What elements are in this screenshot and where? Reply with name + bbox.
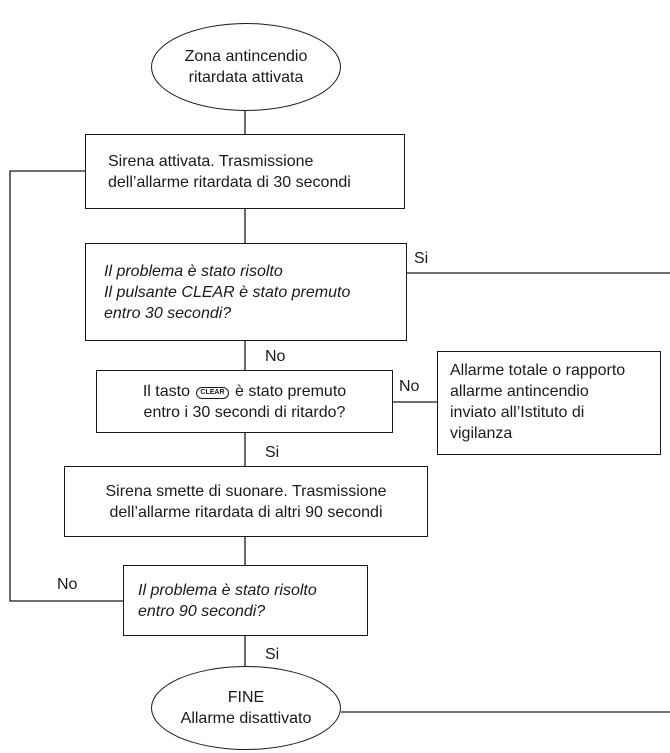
alarm-sent-line3: inviato all’Istituto di <box>450 404 585 421</box>
end-node: FINE Allarme disattivato <box>151 666 341 750</box>
question3-line2: entro 90 secondi? <box>138 602 266 620</box>
question1-line3: entro 30 secondi? <box>104 304 232 322</box>
question2-post: è stato premuto <box>235 382 347 400</box>
alarm-sent-line2: allarme antincendio <box>450 383 589 400</box>
start-node: Zona antincendio ritardata attivata <box>151 23 341 111</box>
siren-activated-box: Sirena attivata. Trasmissione dell’allar… <box>85 134 405 209</box>
question1-line2: Il pulsante CLEAR è stato premuto <box>104 283 351 301</box>
question1-line1: Il problema è stato risolto <box>104 262 283 280</box>
alarm-sent-box: Allarme totale o rapporto allarme antinc… <box>437 351 661 455</box>
question2-line1: Il tasto CLEAR è stato premuto <box>97 381 392 402</box>
end-line1: FINE <box>227 689 265 706</box>
label-q1-no: No <box>265 348 286 365</box>
start-line2: ritardata attivata <box>188 69 304 86</box>
end-line2: Allarme disattivato <box>180 710 312 727</box>
siren-stop-line2: dell’allarme ritardata di altri 90 secon… <box>109 503 383 521</box>
question3-line1: Il problema è stato risolto <box>138 581 317 599</box>
edge-q3-no-loop <box>9 170 123 602</box>
siren-line2: dell’allarme ritardata di 30 secondi <box>108 173 351 191</box>
alarm-sent-line4: vigilanza <box>450 425 513 442</box>
siren-line1: Sirena attivata. Trasmissione <box>108 152 314 170</box>
question2-line2: entro i 30 secondi di ritardo? <box>143 403 346 421</box>
siren-stop-line1: Sirena smette di suonare. Trasmissione <box>105 482 387 500</box>
question1-box: Il problema è stato risolto Il pulsante … <box>85 243 407 341</box>
label-q3-yes: Si <box>265 646 280 663</box>
label-q2-no: No <box>399 378 420 395</box>
question3-box: Il problema è stato risolto entro 90 sec… <box>123 565 368 636</box>
siren-stop-box: Sirena smette di suonare. Trasmissione d… <box>64 466 428 537</box>
question2-pre: Il tasto <box>142 382 190 400</box>
label-q3-no: No <box>57 576 78 593</box>
label-q2-yes: Si <box>265 444 280 461</box>
alarm-sent-line1: Allarme totale o rapporto <box>450 362 626 379</box>
start-line1: Zona antincendio <box>184 48 308 65</box>
clear-key-icon: CLEAR <box>196 386 229 399</box>
label-q1-yes: Si <box>414 250 429 267</box>
question2-box: Il tasto CLEAR è stato premuto entro i 3… <box>96 370 393 433</box>
